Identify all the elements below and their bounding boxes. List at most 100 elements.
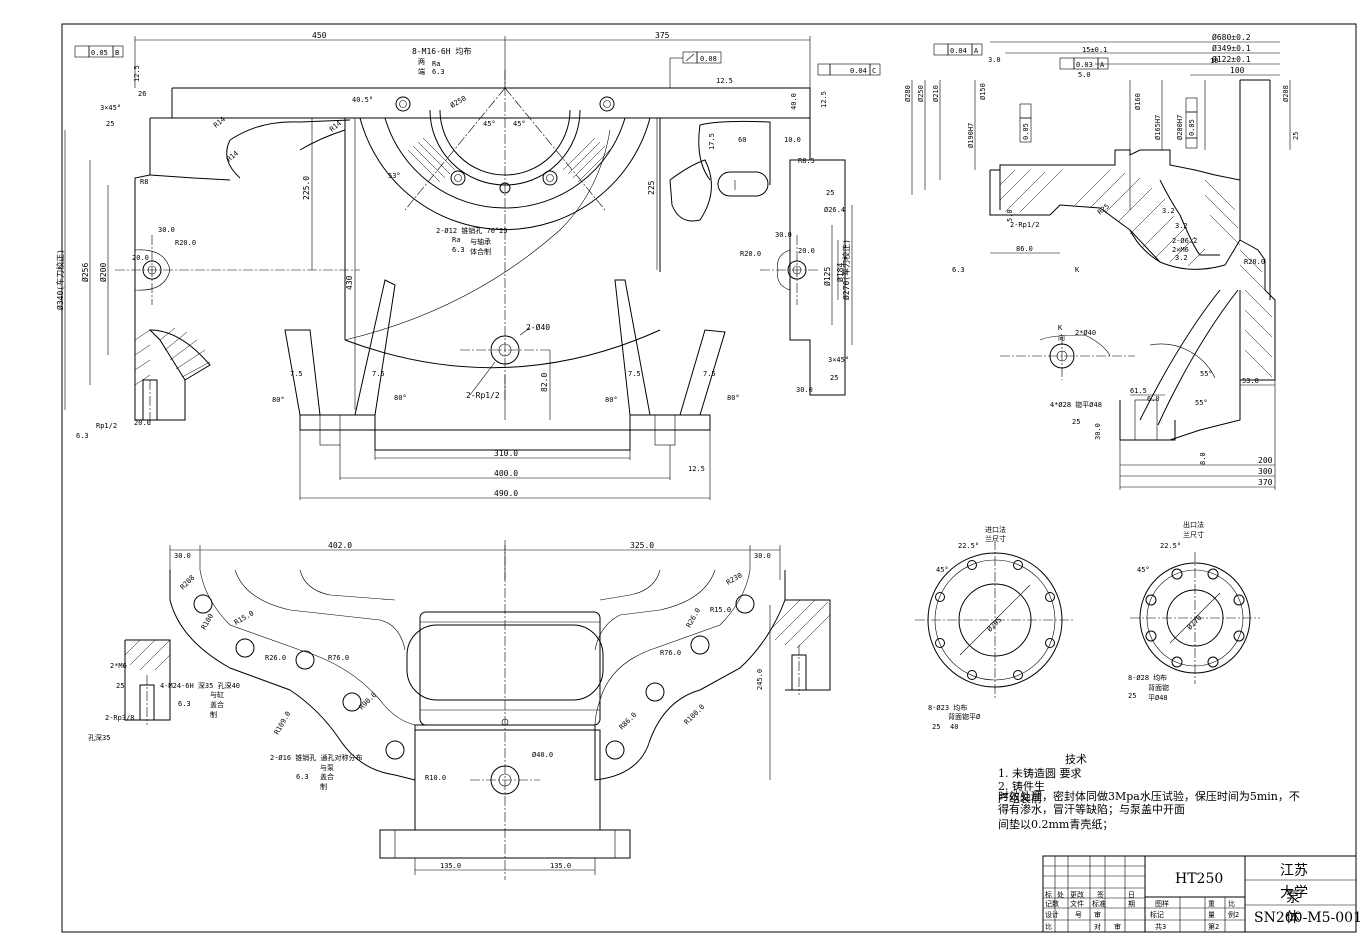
svg-text:245.0: 245.0 xyxy=(756,669,764,690)
svg-text:25: 25 xyxy=(116,682,124,690)
svg-text:得有渗水，冒汗等缺陷；与泵盖中开面: 得有渗水，冒汗等缺陷；与泵盖中开面 xyxy=(998,802,1185,816)
svg-text:C: C xyxy=(872,67,876,75)
dim-82: 82.0 xyxy=(540,373,549,392)
svg-text:25: 25 xyxy=(106,120,114,128)
svg-text:15±0.1: 15±0.1 xyxy=(1082,46,1107,54)
svg-text:签: 签 xyxy=(1097,890,1104,899)
svg-text:55°: 55° xyxy=(1200,370,1213,378)
svg-text:R10.0: R10.0 xyxy=(425,774,446,782)
svg-text:2-Rp1/2: 2-Rp1/2 xyxy=(1010,221,1040,229)
svg-text:日: 日 xyxy=(1128,891,1135,899)
svg-text:5.0: 5.0 xyxy=(1006,209,1014,222)
material: HT250 xyxy=(1175,871,1223,887)
svg-text:4*Ø28 锪平Ø48: 4*Ø28 锪平Ø48 xyxy=(1050,400,1102,409)
svg-text:30.0: 30.0 xyxy=(796,386,813,394)
svg-text:30.0: 30.0 xyxy=(754,552,771,560)
dowel-note: 2-Ø12 锥销孔 70°25 xyxy=(436,226,508,235)
svg-text:12.5: 12.5 xyxy=(133,65,141,82)
svg-text:更改: 更改 xyxy=(1070,890,1084,899)
tol-frame-1: 0.05 B xyxy=(74,45,124,58)
dia-680: Ø680±0.2 xyxy=(1212,32,1251,42)
svg-text:12.5: 12.5 xyxy=(716,77,733,85)
svg-text:审: 审 xyxy=(1114,922,1121,931)
inlet-flange-view: 进口法 兰尺寸 22.5° 45° Ø295 8-Ø23 均布 背面锪平Ø 40… xyxy=(915,525,1075,731)
svg-text:25: 25 xyxy=(1072,418,1080,426)
svg-text:0.04: 0.04 xyxy=(950,47,967,55)
svg-text:Ø40.0: Ø40.0 xyxy=(532,751,553,759)
svg-text:两: 两 xyxy=(418,58,425,66)
svg-text:对: 对 xyxy=(1094,922,1101,931)
svg-text:6.3: 6.3 xyxy=(296,773,309,781)
svg-text:R8: R8 xyxy=(140,178,148,186)
svg-text:与泵: 与泵 xyxy=(320,764,334,772)
svg-text:K: K xyxy=(1058,324,1063,332)
plan-bolt-holes xyxy=(193,594,755,760)
dia-122: Ø122±0.1 xyxy=(1212,54,1251,64)
school-name-1: 江苏 xyxy=(1280,863,1308,879)
svg-text:文件: 文件 xyxy=(1070,899,1084,908)
side-section-view: Ø680±0.2 Ø349±0.1 Ø122±0.1 100 10 15±0.1… xyxy=(904,32,1300,490)
svg-text:B: B xyxy=(115,49,119,57)
svg-text:7.5: 7.5 xyxy=(703,370,716,378)
svg-text:45°: 45° xyxy=(1137,566,1150,574)
technical-notes: 技术 1. 未铸造圆 要求 2. 铸件生 产组装前 时效处理，密封体同做3Mpa… xyxy=(998,753,1300,831)
svg-text:200: 200 xyxy=(1258,456,1273,465)
dia-256: Ø256 xyxy=(80,263,90,282)
dim-225-left: 225.0 xyxy=(302,176,311,200)
svg-text:兰尺寸: 兰尺寸 xyxy=(1183,530,1204,539)
svg-text:40.5°: 40.5° xyxy=(352,96,373,104)
svg-text:制: 制 xyxy=(320,782,327,791)
svg-text:10.0: 10.0 xyxy=(784,136,801,144)
svg-text:402.0: 402.0 xyxy=(328,541,352,550)
svg-text:2-Ø6.2: 2-Ø6.2 xyxy=(1172,237,1197,245)
dia-200: Ø200 xyxy=(98,263,108,282)
svg-text:40: 40 xyxy=(950,723,958,731)
svg-text:R15.0: R15.0 xyxy=(710,606,731,614)
svg-text:86.0: 86.0 xyxy=(1016,245,1033,253)
svg-text:背面锪: 背面锪 xyxy=(1148,683,1169,692)
svg-text:0.08: 0.08 xyxy=(700,55,717,63)
svg-text:45°: 45° xyxy=(513,120,526,128)
svg-text:3×45°: 3×45° xyxy=(100,104,121,112)
svg-text:6.3: 6.3 xyxy=(432,68,445,76)
svg-text:0.05: 0.05 xyxy=(1022,123,1030,140)
svg-text:135.0: 135.0 xyxy=(550,862,571,870)
svg-text:60: 60 xyxy=(738,136,746,144)
svg-text:Ø160: Ø160 xyxy=(1134,93,1142,110)
svg-text:40.0: 40.0 xyxy=(790,93,798,110)
svg-text:300: 300 xyxy=(1258,467,1273,476)
svg-text:向: 向 xyxy=(1058,333,1065,342)
svg-text:产组装前: 产组装前 xyxy=(998,791,1042,805)
svg-text:Ø208: Ø208 xyxy=(1282,85,1290,102)
svg-text:间垫以0.2mm青壳纸；: 间垫以0.2mm青壳纸； xyxy=(998,817,1113,831)
inlet-bolt-holes xyxy=(935,560,1055,680)
svg-text:22.5°: 22.5° xyxy=(958,542,979,550)
svg-text:Ø165H7: Ø165H7 xyxy=(1154,115,1162,140)
dim-225-right: 225 xyxy=(647,180,656,195)
svg-text:重: 重 xyxy=(1208,900,1215,908)
dim-450: 450 xyxy=(312,31,327,40)
svg-text:2*M6: 2*M6 xyxy=(110,662,127,670)
svg-text:进口法: 进口法 xyxy=(985,525,1006,534)
svg-text:4-M24-6H 深35 孔深40: 4-M24-6H 深35 孔深40 xyxy=(160,681,240,690)
svg-text:2*Ø40: 2*Ø40 xyxy=(1075,329,1096,337)
svg-text:Ø200H7: Ø200H7 xyxy=(1176,115,1184,140)
part-name-1: 泵 xyxy=(1286,890,1300,906)
plan-view: 30.0 402.0 325.0 30.0 xyxy=(88,540,831,880)
tol-frame-3: 0.04 C xyxy=(817,63,881,76)
svg-text:30.0: 30.0 xyxy=(158,226,175,234)
svg-text:标记: 标记 xyxy=(1150,910,1164,919)
sheet-border xyxy=(61,23,1357,933)
svg-text:25: 25 xyxy=(830,374,838,382)
svg-text:80°: 80° xyxy=(727,394,740,402)
svg-text:Ø150: Ø150 xyxy=(979,83,987,100)
dia-184: Ø184 xyxy=(835,263,845,282)
tol-frame-5: 0.03 A xyxy=(1059,57,1109,70)
dia-349: Ø349±0.1 xyxy=(1212,43,1251,53)
svg-text:R8.5: R8.5 xyxy=(798,157,815,165)
tol-frame-6: 0.05 xyxy=(1019,103,1032,143)
dia-250: Ø250 xyxy=(449,94,468,109)
svg-text:325.0: 325.0 xyxy=(630,541,654,550)
svg-text:R76.0: R76.0 xyxy=(328,654,349,662)
svg-text:比: 比 xyxy=(1228,899,1235,908)
